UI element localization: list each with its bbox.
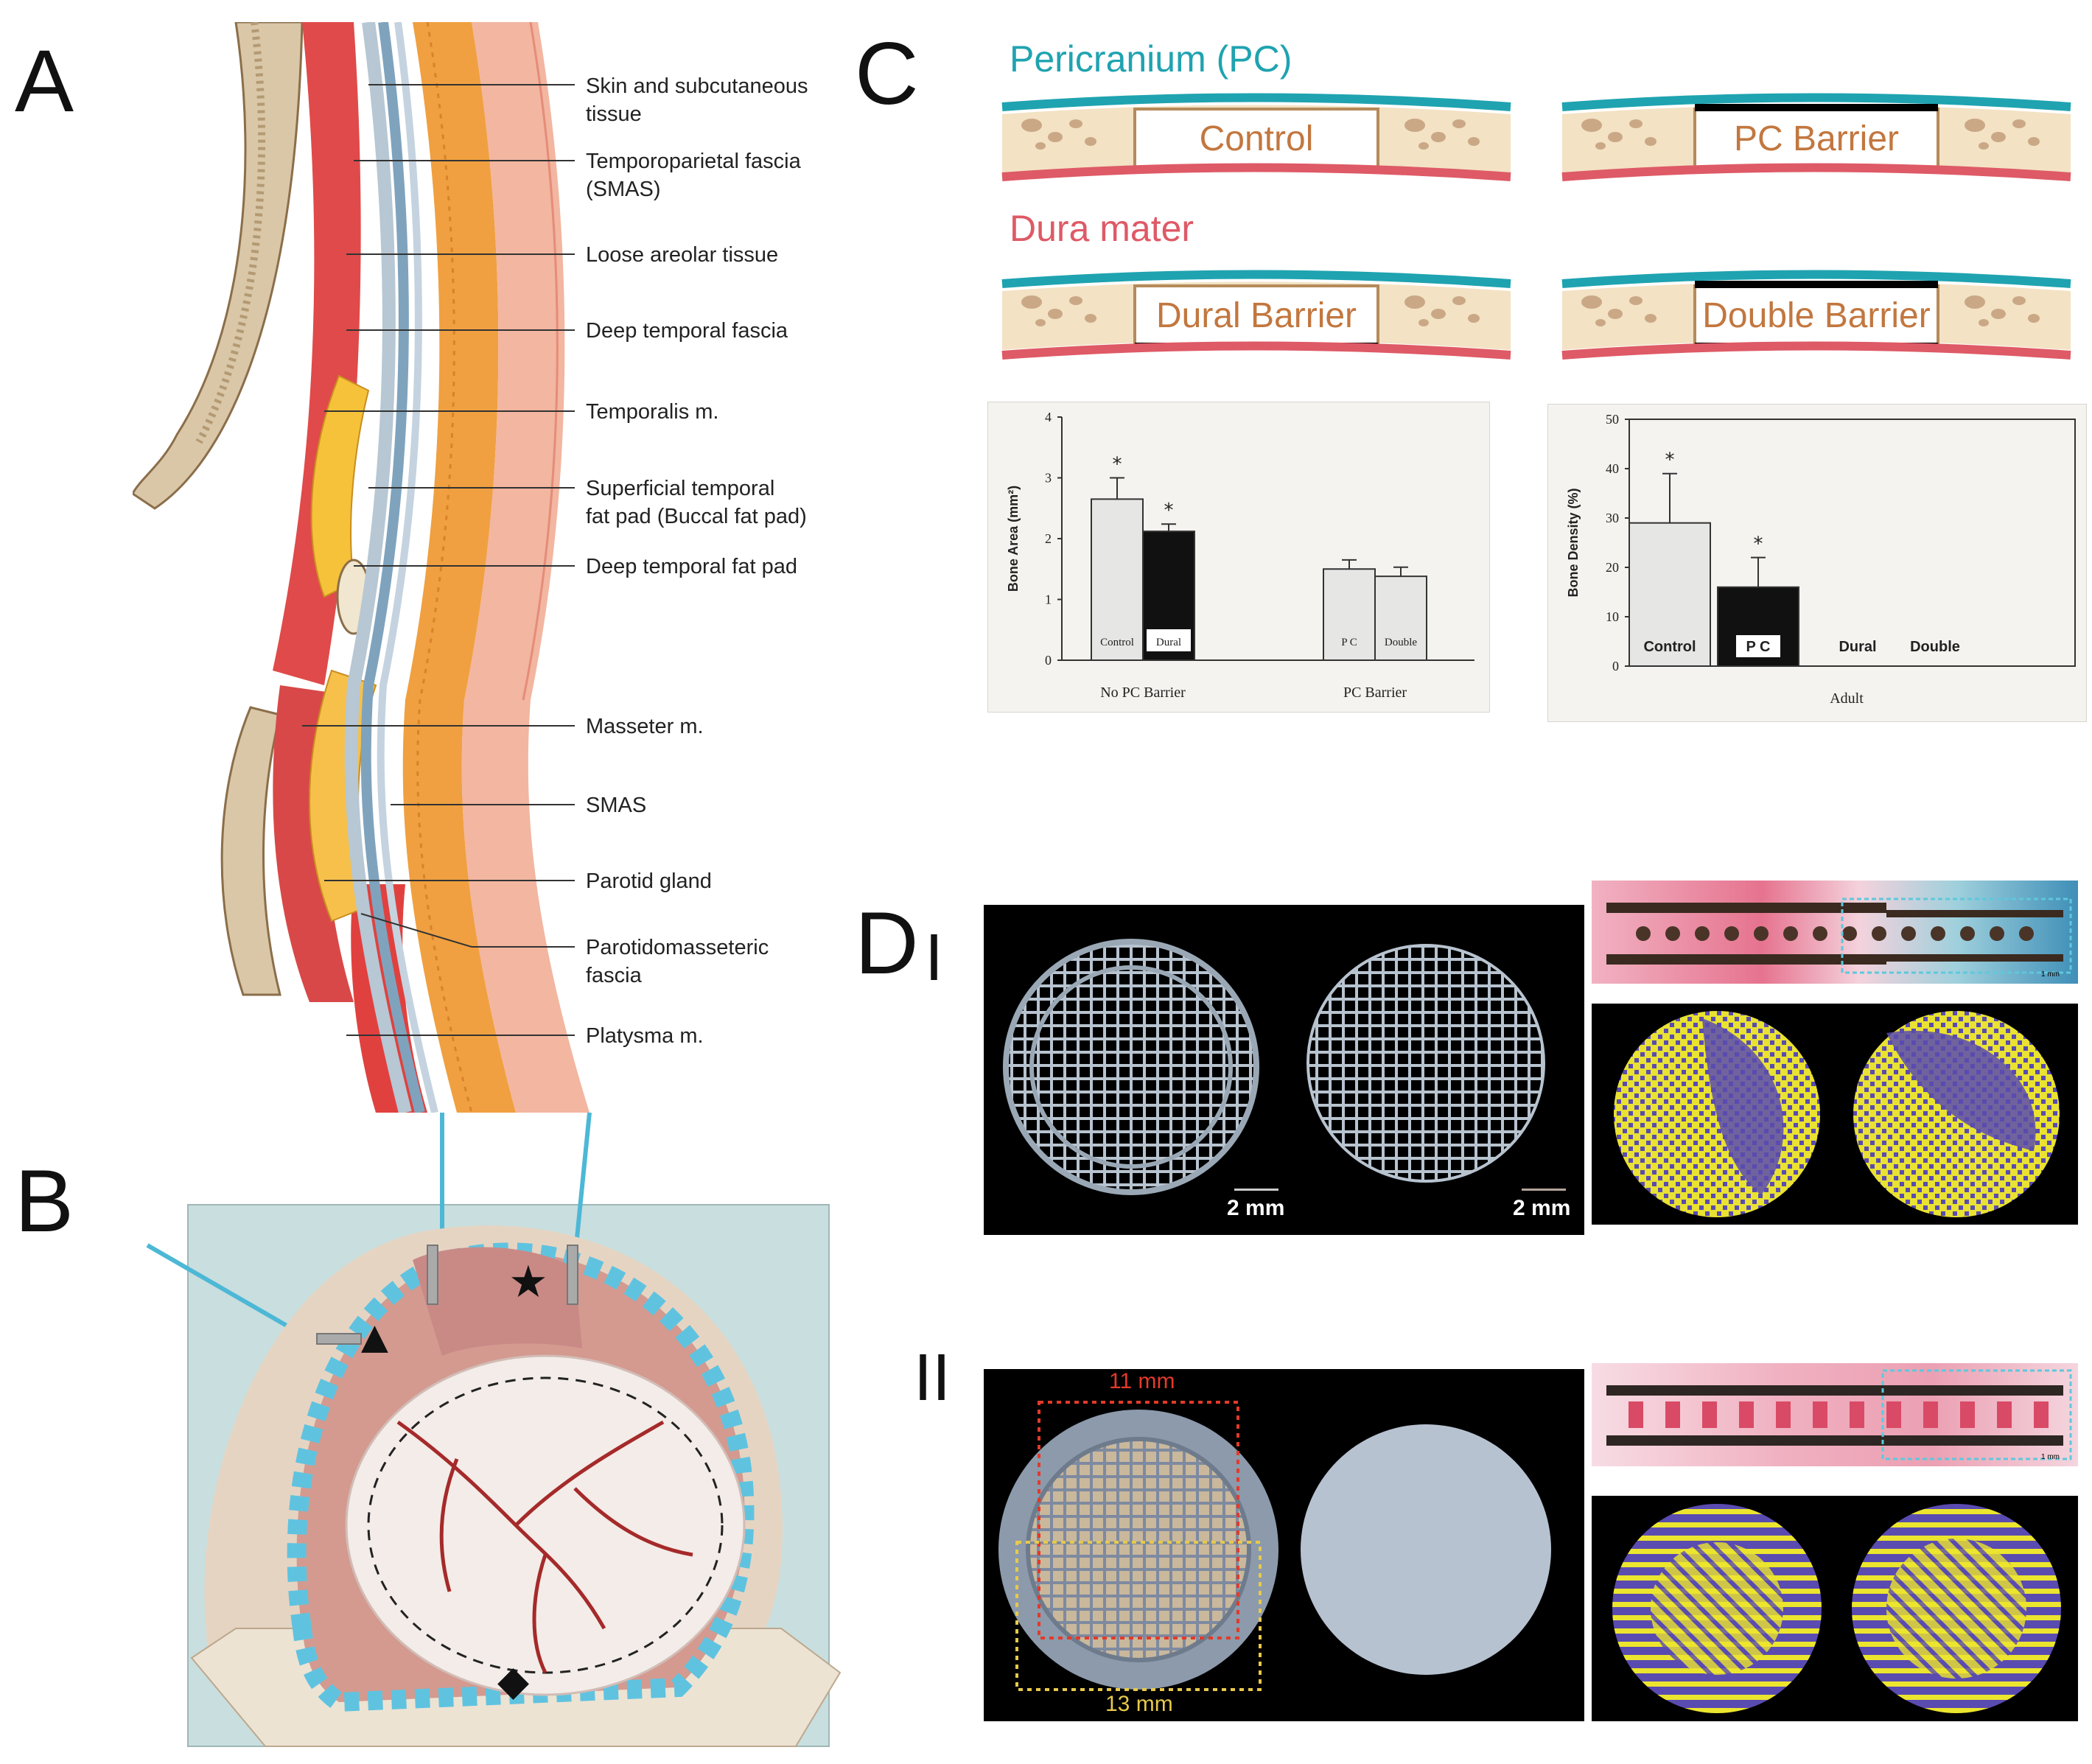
box-double-barrier: Double Barrier — [1702, 296, 1930, 335]
scaffold-top-view-i: 2 mm 2 mm — [984, 905, 1584, 1235]
y-tick-label: 40 — [1606, 461, 1619, 476]
bar-category-label: Control — [1643, 639, 1696, 655]
label-temporalis: Temporalis m. — [586, 400, 719, 424]
y-tick-label: 10 — [1606, 609, 1619, 624]
panel-label-d-i: I — [925, 921, 944, 995]
label-smas: SMAS — [586, 794, 647, 817]
label-masseter: Masseter m. — [586, 715, 704, 738]
y-axis-label: Bone Area (mm²) — [1006, 486, 1021, 592]
bar — [1091, 498, 1144, 661]
barrier-schematic: Control PC Barrier Dural Barrier Double … — [1001, 93, 2071, 360]
y-tick-label: 1 — [1045, 592, 1052, 607]
histology-ii: 1 mm — [1592, 1363, 2078, 1466]
significance-marker: * — [1665, 449, 1675, 472]
bar-category-label: Dural — [1156, 637, 1181, 648]
scale-bar-label-2: 2 mm — [1513, 1196, 1571, 1220]
y-tick-label: 4 — [1045, 410, 1052, 424]
y-tick-label: 0 — [1045, 653, 1052, 668]
marker-diamond: ◆ — [497, 1657, 529, 1705]
significance-marker: * — [1113, 454, 1122, 476]
panel-label-d: D — [855, 894, 919, 993]
group-label: No PC Barrier — [1100, 685, 1186, 701]
histology-scale-ii: 1 mm — [2041, 1453, 2060, 1461]
panel-label-b: B — [15, 1152, 74, 1250]
dura-mater-title: Dura mater — [1010, 208, 1194, 249]
scale-bar-label-1: 2 mm — [1227, 1196, 1285, 1220]
y-tick-label: 20 — [1606, 560, 1619, 575]
scale-bar-2 — [1522, 1189, 1566, 1191]
bar-category-label: Control — [1100, 637, 1134, 648]
label-loose-areolar: Loose areolar tissue — [586, 243, 779, 267]
bar-label-bg — [1736, 635, 1780, 657]
dim-label-11mm: 11 mm — [1109, 1369, 1175, 1393]
histology-scale-i: 1 mm — [2041, 970, 2060, 979]
pericranium-title: Pericranium (PC) — [1010, 38, 1292, 80]
y-tick-label: 3 — [1045, 471, 1052, 486]
bar — [1629, 522, 1711, 667]
panel-label-a: A — [15, 32, 74, 130]
histology-i: 1 mm — [1592, 881, 2078, 984]
anatomy-leader-lines — [302, 84, 575, 1036]
box-dural-barrier: Dural Barrier — [1156, 296, 1357, 335]
label-deep-temporal-fascia: Deep temporal fascia — [586, 319, 788, 343]
microct-i — [1592, 1004, 2078, 1225]
microct-ii — [1592, 1496, 2078, 1721]
scaffold-grid-i — [1003, 939, 1545, 1195]
y-axis-label: Bone Density (%) — [1566, 488, 1581, 597]
label-temporoparietal-fascia: Temporoparietal fascia (SMAS) — [586, 150, 801, 201]
panel-label-d-ii: II — [914, 1341, 951, 1415]
anatomy-illustration — [133, 22, 590, 1113]
dim-label-13mm: 13 mm — [1105, 1692, 1173, 1716]
y-tick-label: 30 — [1606, 511, 1619, 525]
label-deep-fat-pad: Deep temporal fat pad — [586, 555, 797, 578]
significance-marker: * — [1754, 533, 1763, 556]
bar — [1374, 575, 1427, 661]
y-tick-label: 0 — [1612, 659, 1619, 673]
panel-label-c: C — [855, 24, 919, 123]
scale-bar-1 — [1234, 1189, 1278, 1191]
scaffold-top-view-ii: 11 mm 13 mm — [984, 1369, 1584, 1721]
bar-category-label: Double — [1385, 637, 1418, 648]
group-label: Adult — [1830, 690, 1864, 707]
label-skin: Skin and subcutaneous tissue — [586, 74, 808, 126]
bar-category-label: P C — [1746, 639, 1771, 655]
label-parotid: Parotid gland — [586, 869, 712, 893]
y-tick-label: 50 — [1606, 412, 1619, 427]
bar-category-label: P C — [1341, 637, 1357, 648]
label-platysma: Platysma m. — [586, 1024, 704, 1048]
significance-marker: * — [1164, 500, 1174, 522]
marker-triangle: ▲ — [361, 1316, 388, 1357]
y-tick-label: 2 — [1045, 531, 1052, 546]
group-label: PC Barrier — [1343, 685, 1407, 701]
bar-category-label: Dural — [1839, 639, 1876, 655]
box-pc-barrier: PC Barrier — [1734, 119, 1899, 158]
surgical-illustration: ★ ▲ ◆ — [146, 1113, 842, 1747]
label-parotidomasseteric: Parotidomasseteric fascia — [586, 936, 769, 987]
bar-label-bg — [1147, 629, 1191, 651]
label-superficial-fat-pad: Superficial temporal fat pad (Buccal fat… — [586, 477, 807, 528]
marker-star: ★ — [508, 1256, 548, 1308]
scaffold-grid-ii — [998, 1401, 1551, 1691]
box-control: Control — [1200, 119, 1314, 158]
bar-category-label: Double — [1910, 639, 1960, 655]
